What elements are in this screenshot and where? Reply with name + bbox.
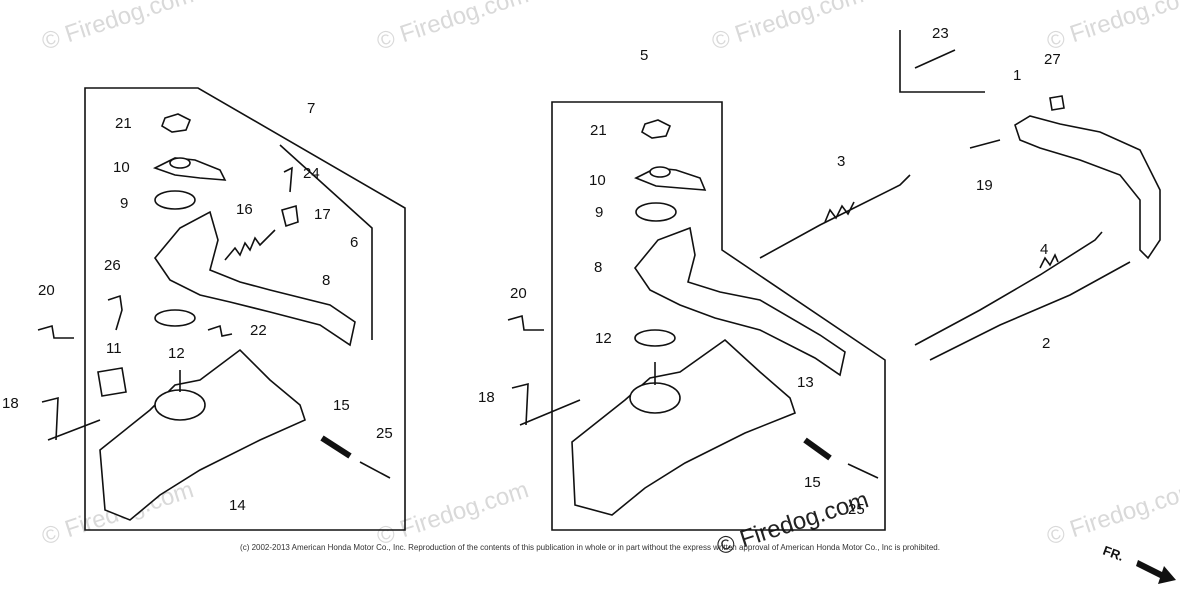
nut-21-mid <box>641 119 672 139</box>
label-15-mid: 15 <box>804 474 821 491</box>
boss-13-mid <box>629 382 681 414</box>
watermark-2: © Firedog.com <box>374 0 532 56</box>
label-20-mid: 20 <box>510 285 527 302</box>
label-25-left: 25 <box>376 425 393 442</box>
spring-16-left <box>224 229 276 261</box>
watermark-1: © Firedog.com <box>39 0 197 56</box>
label-15-left: 15 <box>333 397 350 414</box>
lever-8-left <box>153 210 356 347</box>
bolt-23 <box>914 49 956 69</box>
label-4-right: 4 <box>1040 241 1048 258</box>
front-direction-indicator: FR. <box>1101 543 1176 584</box>
label-24-left: 24 <box>303 165 320 182</box>
label-26-left: 26 <box>104 257 121 274</box>
label-1-right: 1 <box>1013 67 1021 84</box>
label-2-right: 2 <box>1042 335 1050 352</box>
bolt-26-left <box>107 294 123 331</box>
label-13-mid: 13 <box>797 374 814 391</box>
leader-18-left <box>47 419 101 441</box>
nut-21-left <box>161 113 192 133</box>
label-10-mid: 10 <box>589 172 606 189</box>
label-21-left: 21 <box>115 115 132 132</box>
label-20-left: 20 <box>38 282 55 299</box>
front-direction-label: FR. <box>1101 543 1126 564</box>
spring-4 <box>1039 253 1059 269</box>
label-14-left: 14 <box>229 497 246 514</box>
washer-9-mid <box>635 202 677 222</box>
bolt-20-mid <box>507 314 544 331</box>
bolt-23-frame <box>899 30 985 93</box>
rod-2 <box>929 261 1131 361</box>
boss-10-mid <box>649 166 671 178</box>
left-subframe <box>279 144 373 340</box>
bolt-25-left <box>359 461 391 479</box>
bolt-19 <box>969 139 1001 149</box>
mid-border <box>551 101 886 531</box>
bracket-11-left <box>97 367 127 397</box>
lever-1 <box>1014 115 1161 260</box>
label-6-left: 6 <box>350 234 358 251</box>
copyright-notice: (c) 2002-2013 American Honda Motor Co., … <box>240 543 940 552</box>
label-21-mid: 21 <box>590 122 607 139</box>
clip-22-left <box>207 324 233 337</box>
label-8-mid: 8 <box>594 259 602 276</box>
bolt-25-mid <box>847 463 879 479</box>
label-10-left: 10 <box>113 159 130 176</box>
left-assembly <box>37 87 406 531</box>
watermark-3: © Firedog.com <box>709 0 867 56</box>
washer-9-left <box>154 190 196 210</box>
bolt-18-mid <box>511 382 529 426</box>
label-17-left: 17 <box>314 206 331 223</box>
label-5-mid: 5 <box>640 47 648 64</box>
lever-8-mid <box>634 226 846 377</box>
spring-15-mid <box>803 437 832 461</box>
label-18-mid: 18 <box>478 389 495 406</box>
front-arrow-icon <box>1136 560 1176 584</box>
label-9-left: 9 <box>120 195 128 212</box>
label-27-right: 27 <box>1044 51 1061 68</box>
rod-4 <box>914 231 1103 346</box>
spring-15-left <box>320 435 352 459</box>
base-13-mid <box>571 338 796 516</box>
bolt-20-left <box>37 324 74 339</box>
watermark-4: © Firedog.com <box>1044 0 1180 56</box>
label-22-left: 22 <box>250 322 267 339</box>
part-labels: 21 10 9 16 24 17 7 6 8 26 20 11 12 22 18… <box>2 25 1061 518</box>
label-9-mid: 9 <box>595 204 603 221</box>
bolt-18-left <box>41 396 59 441</box>
leader-18-mid <box>519 399 581 426</box>
label-3-right: 3 <box>837 153 845 170</box>
label-23-right: 23 <box>932 25 949 42</box>
label-11-left: 11 <box>106 340 122 357</box>
nut-27 <box>1049 95 1065 111</box>
washer-12-left <box>154 309 196 327</box>
bolt-24-left <box>283 166 293 193</box>
washer-12-mid <box>634 329 676 347</box>
label-7-left: 7 <box>307 100 315 117</box>
label-25-mid: 25 <box>848 501 865 518</box>
label-12-left: 12 <box>168 345 185 362</box>
label-16-left: 16 <box>236 201 253 218</box>
label-19-right: 19 <box>976 177 993 194</box>
middle-assembly <box>507 101 886 531</box>
label-12-mid: 12 <box>595 330 612 347</box>
base-14-left <box>99 348 306 521</box>
label-8-left: 8 <box>322 272 330 289</box>
left-border <box>84 87 406 531</box>
spring-3 <box>824 201 855 223</box>
right-assembly <box>759 30 1161 361</box>
bolt-17-left <box>281 204 299 228</box>
label-18-left: 18 <box>2 395 19 412</box>
watermark-6: © Firedog.com <box>374 476 532 550</box>
boss-14-left <box>154 389 206 421</box>
boss-10-left <box>169 157 191 169</box>
